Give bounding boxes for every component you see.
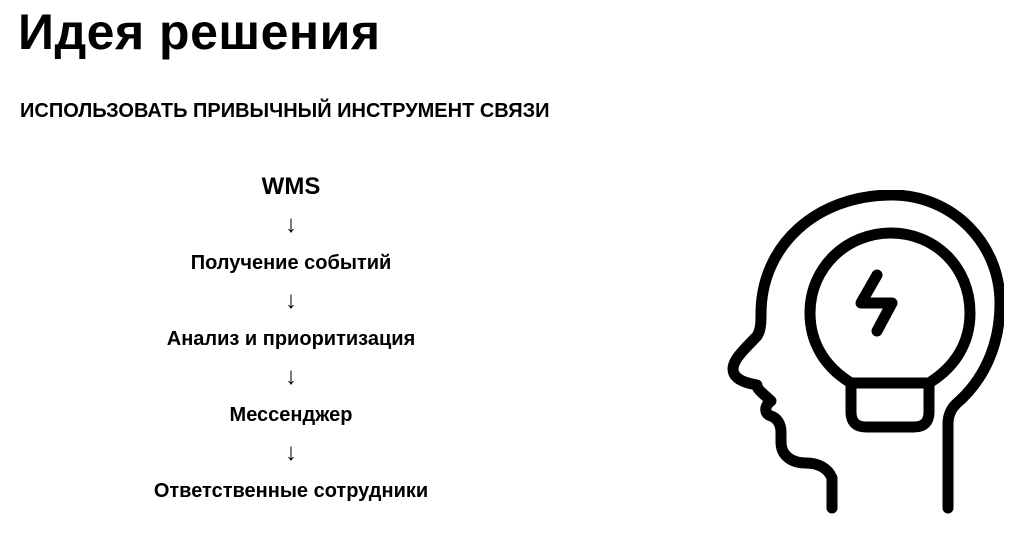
- flow-step-responsible-staff: Ответственные сотрудники: [153, 480, 429, 502]
- head-outline: [727, 190, 1004, 514]
- lightbulb-globe: [804, 227, 976, 389]
- down-arrow-icon: ↓: [285, 439, 297, 466]
- head-with-lightbulb-icon: [727, 190, 1004, 514]
- lightbulb-base: [845, 377, 935, 433]
- slide-title: Идея решения: [18, 4, 381, 60]
- slide-subtitle: ИСПОЛЬЗОВАТЬ ПРИВЫЧНЫЙ ИНСТРУМЕНТ СВЯЗИ: [20, 100, 550, 122]
- down-arrow-icon: ↓: [285, 211, 297, 238]
- flow-step-event-receiving: Получение событий: [190, 252, 392, 274]
- process-flow: WMS ↓ Получение событий ↓ Анализ и приор…: [140, 173, 442, 505]
- down-arrow-icon: ↓: [285, 287, 297, 314]
- flow-step-wms: WMS: [261, 173, 321, 200]
- flow-step-analysis-prioritization: Анализ и приоритизация: [166, 328, 416, 350]
- lightning-bolt: [855, 269, 898, 337]
- flow-step-messenger: Мессенджер: [229, 404, 353, 426]
- down-arrow-icon: ↓: [285, 363, 297, 390]
